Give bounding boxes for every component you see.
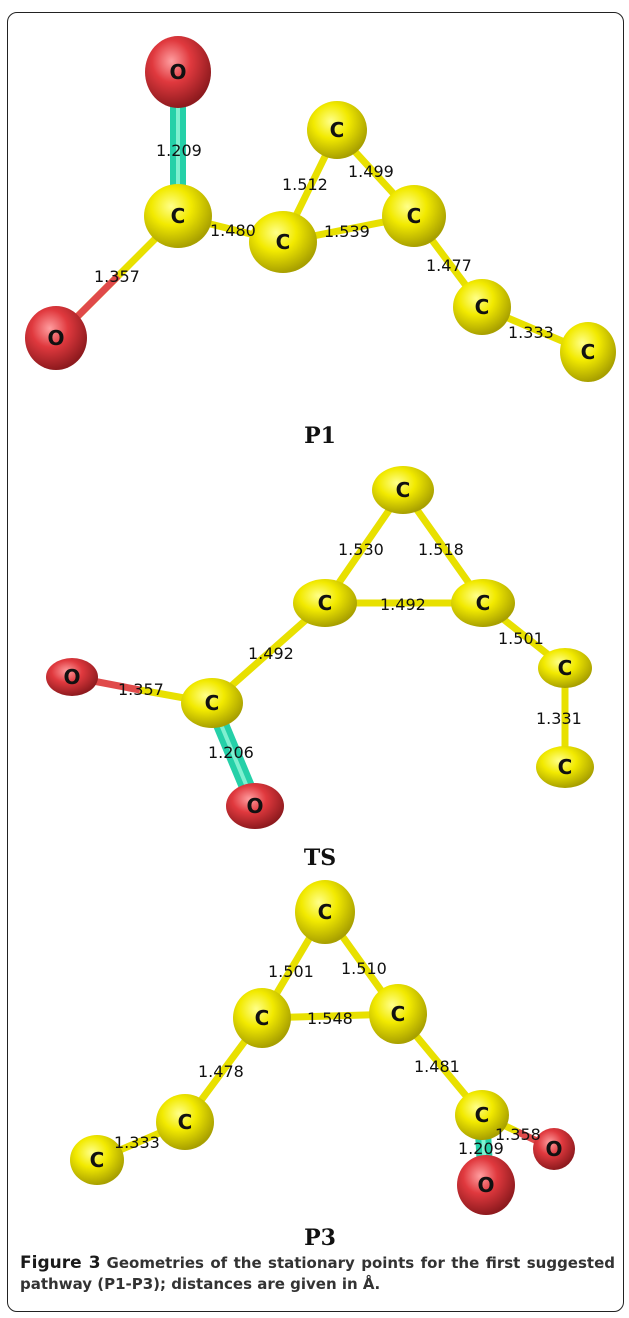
atom-label: C <box>558 656 573 680</box>
atom-label: C <box>391 1002 406 1026</box>
bond-length-label: 1.209 <box>156 141 202 160</box>
p1-atom-c5: C <box>453 279 511 335</box>
p1-atom-c6: C <box>560 322 616 382</box>
bond-length-label: 1.518 <box>418 540 464 559</box>
bond-length-label: 1.510 <box>341 959 387 978</box>
atom-label: C <box>476 591 491 615</box>
atom-label: O <box>477 1173 494 1197</box>
molecule-p1: O C O C C C C <box>25 36 616 382</box>
p3-atom-c-top: C <box>295 880 355 944</box>
bond-length-label: 1.209 <box>458 1139 504 1158</box>
ts-bonds <box>71 487 569 810</box>
figure-frame <box>7 12 624 1312</box>
atom-label: C <box>558 755 573 779</box>
p1-atom-c3: C <box>307 101 367 159</box>
p3-atom-c4: C <box>156 1094 214 1150</box>
p3-atom-c-carbonyl: C <box>455 1090 509 1140</box>
atom-label: O <box>63 665 80 689</box>
bond-length-label: 1.501 <box>268 962 314 981</box>
p3-atom-c-right: C <box>369 984 427 1044</box>
atom-label: C <box>205 691 220 715</box>
atom-label: C <box>407 204 422 228</box>
p1-atom-c2: C <box>249 211 317 273</box>
p1-atoms: O C O C C C C <box>25 36 616 382</box>
bond-length-label: 1.357 <box>118 680 164 699</box>
bond-length-label: 1.333 <box>508 323 554 342</box>
molecule-p3: C C C C C C O <box>70 880 575 1215</box>
ts-atom-c-top: C <box>372 466 434 514</box>
atom-label: C <box>330 118 345 142</box>
panel-label-p1: P1 <box>304 423 336 449</box>
ts-atom-c-left: C <box>293 579 357 627</box>
p3-atom-c6: C <box>70 1135 124 1185</box>
atom-label: O <box>545 1137 562 1161</box>
atom-label: C <box>396 478 411 502</box>
panel-label-ts: TS <box>303 845 337 871</box>
p3-atom-c-left: C <box>233 988 291 1048</box>
atom-label: O <box>47 326 64 350</box>
ts-atom-o-left: O <box>46 658 98 696</box>
bond-length-label: 1.492 <box>248 644 294 663</box>
atom-label: C <box>255 1006 270 1030</box>
ts-atom-c-carbonyl: C <box>181 678 243 728</box>
bond-length-label: 1.480 <box>210 221 256 240</box>
molecule-figure: O C O C C C C <box>25 36 616 1215</box>
bond-length-label: 1.358 <box>495 1125 541 1144</box>
p1-atom-c-carbonyl: C <box>144 184 212 248</box>
atom-label: C <box>178 1110 193 1134</box>
atom-label: C <box>318 591 333 615</box>
atom-label: C <box>276 230 291 254</box>
bond-length-label: 1.478 <box>198 1062 244 1081</box>
ts-atom-c5: C <box>538 648 592 688</box>
ts-bond-labels: 1.530 1.518 1.492 1.492 1.501 1.357 1.33… <box>118 540 582 762</box>
p1-atom-o-left: O <box>25 306 87 370</box>
bond-length-label: 1.499 <box>348 162 394 181</box>
bond-length-label: 1.501 <box>498 629 544 648</box>
p3-bond-labels: 1.501 1.510 1.548 1.478 1.481 1.333 1.35… <box>114 959 541 1158</box>
bond-length-label: 1.548 <box>307 1009 353 1028</box>
caption-text: Geometries of the stationary points for … <box>20 1254 615 1293</box>
ts-atom-o-bottom: O <box>226 783 284 829</box>
p1-atom-o-top: O <box>145 36 211 108</box>
bond-length-label: 1.512 <box>282 175 328 194</box>
bond-length-label: 1.492 <box>380 595 426 614</box>
atom-label: C <box>171 204 186 228</box>
atom-label: C <box>581 340 596 364</box>
p3-atoms: C C C C C C O <box>70 880 575 1215</box>
bond-length-label: 1.333 <box>114 1133 160 1152</box>
bond-length-label: 1.539 <box>324 222 370 241</box>
p3-atom-o-bottom: O <box>457 1155 515 1215</box>
bond-length-label: 1.206 <box>208 743 254 762</box>
p3-atom-o-right: O <box>533 1128 575 1170</box>
bond-length-label: 1.477 <box>426 256 472 275</box>
atom-label: O <box>169 60 186 84</box>
atom-label: C <box>475 295 490 319</box>
p1-bond-labels: 1.209 1.357 1.480 1.512 1.499 1.539 1.47… <box>94 141 554 342</box>
bond-length-label: 1.357 <box>94 267 140 286</box>
figure-number: Figure 3 <box>20 1253 101 1273</box>
bond-length-label: 1.331 <box>536 709 582 728</box>
atom-label: C <box>90 1148 105 1172</box>
atom-label: C <box>475 1103 490 1127</box>
atom-label: O <box>246 794 263 818</box>
p1-atom-c4: C <box>382 185 446 247</box>
bond-length-label: 1.530 <box>338 540 384 559</box>
molecule-ts: C C C C C O C <box>46 466 594 829</box>
ts-atoms: C C C C C O C <box>46 466 594 829</box>
panel-label-p3: P3 <box>304 1225 336 1251</box>
bond-length-label: 1.481 <box>414 1057 460 1076</box>
figure-caption: Figure 3 Geometries of the stationary po… <box>20 1253 615 1295</box>
ts-atom-c-right: C <box>451 579 515 627</box>
atom-label: C <box>318 900 333 924</box>
ts-atom-c6: C <box>536 746 594 788</box>
